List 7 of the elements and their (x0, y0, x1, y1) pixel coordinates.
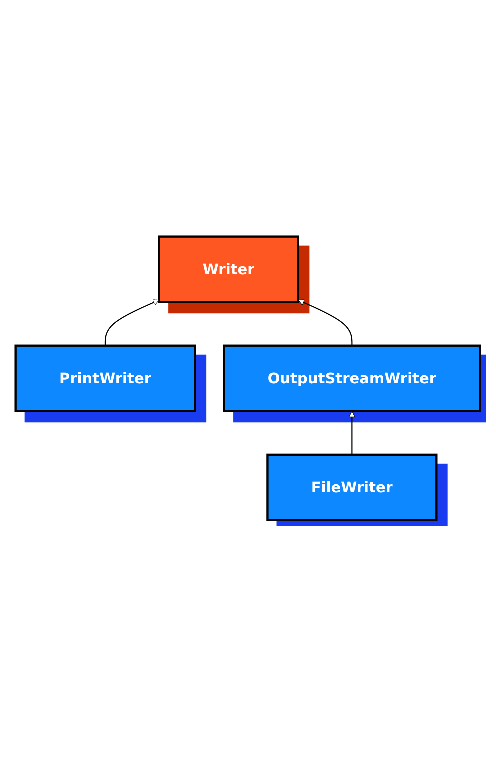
arrow (298, 300, 353, 346)
arrow (348, 410, 356, 455)
node-box: Writer (158, 236, 300, 304)
arrow (104, 300, 160, 346)
node-box: FileWriter (266, 454, 438, 522)
node-box: OutputStreamWriter (223, 344, 482, 412)
node-box: PrintWriter (14, 344, 196, 412)
